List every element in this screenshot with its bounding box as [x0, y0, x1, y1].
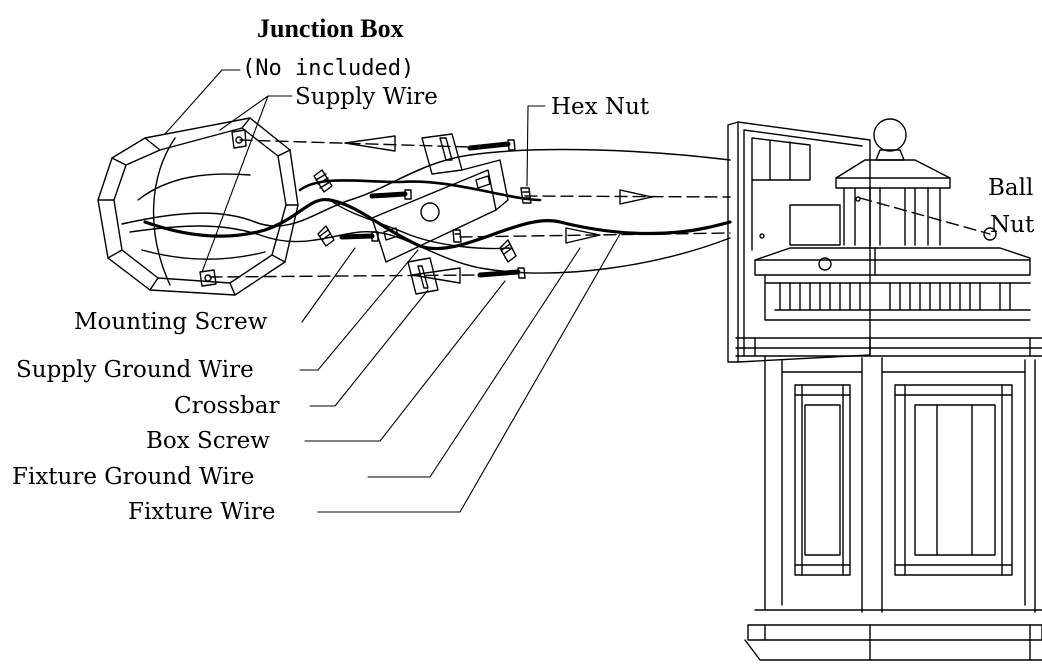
junction-box-label: Junction Box [257, 14, 404, 43]
box-screw-icon [477, 267, 526, 279]
leader-fixture-wire [317, 233, 621, 513]
leader-lines [164, 69, 621, 513]
crossbar-label: Crossbar [174, 393, 280, 419]
junction-box [97, 117, 299, 296]
leader-supply-wire [201, 95, 293, 273]
crossbar [371, 133, 509, 295]
wire-nut-icon [313, 169, 333, 193]
direction-arrows [344, 135, 653, 284]
leader-hex-nut [526, 105, 546, 187]
fixture-ground-wire-label: Fixture Ground Wire [12, 464, 255, 490]
not-included-label: (No included) [242, 56, 415, 81]
wire-nuts [313, 169, 517, 263]
arrow-right-icon [619, 189, 653, 205]
leader-fixture-ground-wire [367, 247, 581, 478]
supply-ground-wire-label: Supply Ground Wire [16, 357, 254, 383]
leader-crossbar [309, 289, 429, 407]
hex-nuts [452, 187, 532, 243]
wire-nut-icon [317, 225, 335, 247]
fixture-ground-wire [121, 148, 731, 227]
mounting-screw-icon [339, 231, 379, 242]
hex-nut-label: Hex Nut [551, 94, 650, 120]
fixture-wire-label: Fixture Wire [128, 499, 276, 525]
leader-supply-ground-wire [299, 249, 419, 371]
arrow-right-icon [565, 227, 601, 244]
wire-nut-icon [499, 239, 517, 263]
screws [339, 139, 526, 279]
finial-ball-icon [873, 118, 907, 152]
arrow-left-icon [411, 267, 461, 284]
leader-not-included [164, 69, 241, 135]
arrow-left-icon [344, 135, 396, 152]
ball-label: Ball [988, 175, 1034, 201]
hex-nut-icon [520, 187, 532, 204]
leader-box-screw [304, 280, 506, 442]
ball-nut-icon [983, 227, 997, 241]
box-screw-icon [467, 139, 516, 151]
assembly-lines [209, 139, 991, 278]
wires [121, 148, 732, 274]
box-screw-label: Box Screw [146, 428, 270, 454]
supply-wire-upper [298, 179, 542, 202]
supply-wire-label: Supply Wire [295, 84, 438, 110]
fixture-wire [129, 225, 731, 274]
lantern-fixture [727, 118, 1042, 661]
mounting-screw-icon [369, 189, 412, 200]
supply-ground-wire [329, 199, 511, 250]
hex-nut-icon [452, 229, 462, 243]
mounting-screw-label: Mounting Screw [74, 309, 268, 335]
nut-label: Nut [990, 212, 1035, 238]
leader-mounting-screw [301, 247, 356, 323]
